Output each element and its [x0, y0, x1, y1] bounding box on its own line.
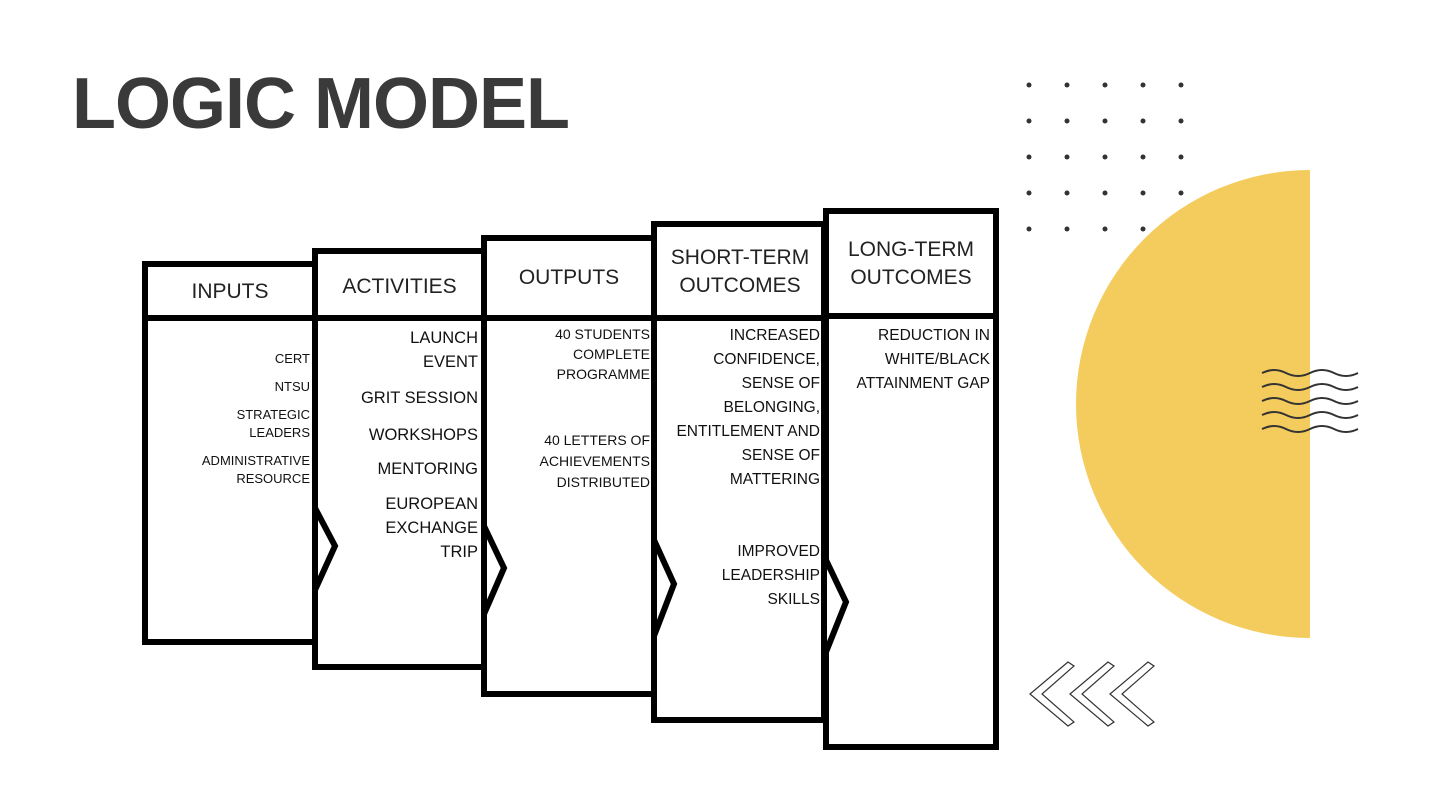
activity-item: MENTORING	[338, 457, 478, 481]
column-header-short-term-outcomes: SHORT-TERM OUTCOMES	[660, 236, 820, 308]
input-item: ADMINISTRATIVE RESOURCE	[170, 452, 310, 488]
short-term-outcome-item: INCREASED CONFIDENCE, SENSE OF BELONGING…	[670, 324, 820, 492]
column-header-long-term-outcomes: LONG-TERM OUTCOMES	[832, 228, 990, 300]
activity-item: WORKSHOPS	[338, 423, 478, 447]
activity-item: LAUNCH EVENT	[368, 326, 478, 374]
chevron-arrows-decoration	[1030, 662, 1154, 726]
input-item: STRATEGIC LEADERS	[210, 406, 310, 442]
output-item: 40 LETTERS OF ACHIEVEMENTS DISTRIBUTED	[500, 430, 650, 493]
long-term-outcome-item: REDUCTION IN WHITE/BLACK ATTAINMENT GAP	[840, 324, 990, 396]
input-item: NTSU	[210, 378, 310, 396]
input-item: CERT	[210, 350, 310, 368]
column-header-outputs: OUTPUTS	[487, 244, 651, 312]
activity-item: EUROPEAN EXCHANGE TRIP	[358, 492, 478, 564]
column-header-inputs: INPUTS	[148, 268, 312, 316]
column-header-activities: ACTIVITIES	[318, 258, 481, 316]
output-item: 40 STUDENTS COMPLETE PROGRAMME	[520, 324, 650, 384]
activity-item: GRIT SESSION	[338, 386, 478, 410]
half-circle-decoration	[1076, 170, 1310, 638]
short-term-outcome-item: IMPROVED LEADERSHIP SKILLS	[700, 540, 820, 612]
